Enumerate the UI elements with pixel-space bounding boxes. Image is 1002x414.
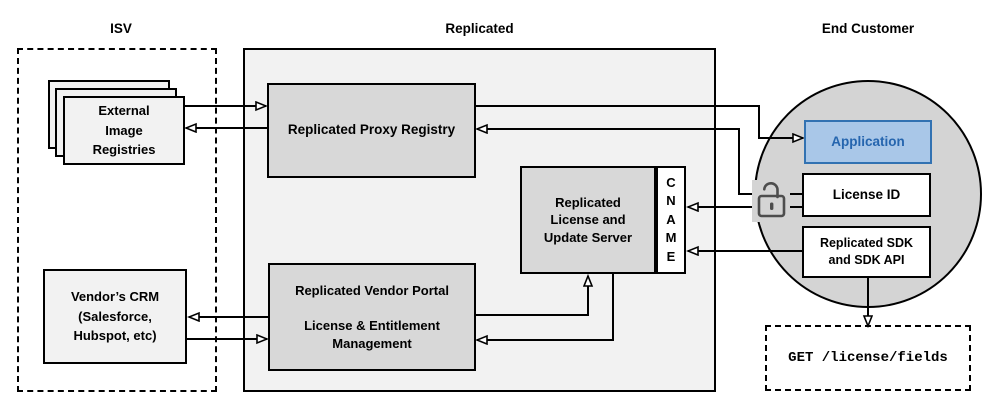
vendors-crm-node: Vendor’s CRM (Salesforce, Hubspot, etc) bbox=[43, 269, 187, 364]
application-node: Application bbox=[804, 120, 932, 164]
arrow-portal-to-licenseserver bbox=[476, 276, 588, 316]
replicated-vendor-portal-node: Replicated Vendor Portal License & Entit… bbox=[268, 263, 476, 371]
unlock-icon bbox=[752, 180, 790, 222]
replicated-sdk-node: Replicated SDK and SDK API bbox=[802, 226, 931, 278]
arrow-proxy-to-application bbox=[476, 105, 803, 138]
external-image-registries-node: External Image Registries bbox=[63, 96, 185, 165]
get-license-fields-label: GET /license/fields bbox=[788, 350, 948, 366]
lane-title-end-customer: End Customer bbox=[821, 21, 915, 36]
isv-lane-dashed-box bbox=[17, 48, 217, 392]
get-license-fields-box: GET /license/fields bbox=[765, 325, 971, 391]
license-id-node: License ID bbox=[802, 173, 931, 217]
cname-strip: CNAME bbox=[656, 166, 686, 274]
arrow-licenseserver-to-portal bbox=[477, 274, 614, 340]
replicated-proxy-registry-node: Replicated Proxy Registry bbox=[267, 83, 476, 178]
replicated-license-update-server-node: Replicated License and Update Server bbox=[520, 166, 656, 274]
lane-title-isv: ISV bbox=[110, 21, 132, 36]
lane-title-replicated: Replicated bbox=[445, 21, 514, 36]
